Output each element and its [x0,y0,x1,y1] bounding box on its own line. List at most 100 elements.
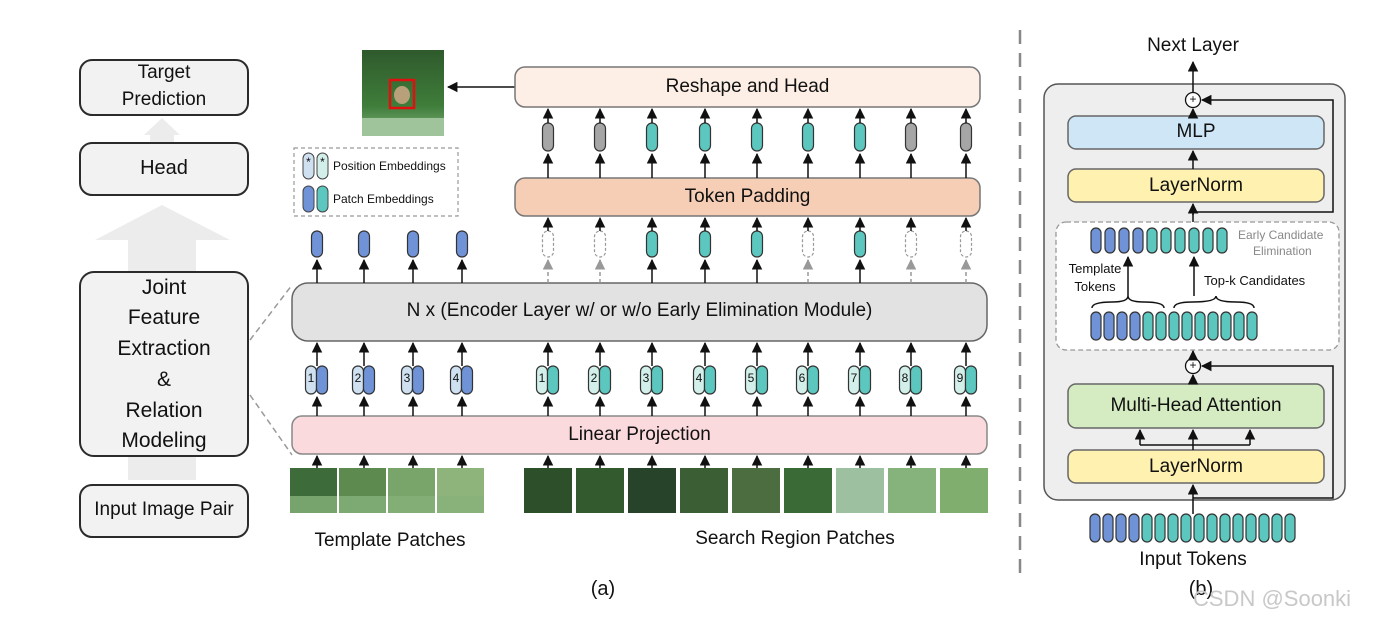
joint-box [79,271,249,457]
joint-line1: Joint [141,276,187,299]
padded-out-token [853,122,867,152]
block-token [1220,311,1232,341]
search-patch-image [524,468,572,513]
block-token [1216,227,1228,254]
index-label: 9 [956,371,964,385]
template-out-token [406,230,420,258]
search-patch-image [836,468,884,513]
layernorm-top-box [1067,168,1325,203]
right-tokens [1089,227,1296,543]
search-patch-image [784,468,832,513]
search-patch-image [628,468,676,513]
block-token [1233,311,1245,341]
block-token [1154,513,1166,543]
search-patch-token [546,365,560,395]
head-label: Head [140,157,188,179]
watermark: CSDN @Soonki [1193,586,1352,611]
template-out-token [455,230,469,258]
search-patch-token [703,365,717,395]
search-patch-image [888,468,936,513]
padded-out-token [904,122,918,152]
block-token [1142,311,1154,341]
padded-out-token [801,122,815,152]
legend-pos-token-a [302,152,315,180]
search-out-token [541,230,555,258]
block-token [1194,311,1206,341]
residual-plus-top [1184,91,1202,109]
topk-label: Top-k Candidates [1204,273,1306,288]
early-elim-line1: Early Candidate [1238,228,1324,242]
joint-line4: & [156,368,171,391]
target-prediction-box [79,59,249,116]
index-label: 2 [590,371,598,385]
block-token [1160,227,1172,254]
block-token [1181,311,1193,341]
linear-projection-label: Linear Projection [568,424,711,445]
padded-out-token [698,122,712,152]
caption-b: (b) [1188,578,1214,600]
search-out-token [645,230,659,258]
template-patch-grass [290,496,337,513]
template-patch-token [315,365,329,395]
template-tokens-line2: Tokens [1074,279,1116,294]
search-patch-token [909,365,923,395]
block-token [1116,311,1128,341]
encoder-label: N x (Encoder Layer w/ or w/o Early Elimi… [406,300,873,321]
layernorm-bottom-box [1067,449,1325,484]
search-patch-image [680,468,728,513]
index-label: 3 [642,371,650,385]
block-token [1245,513,1257,543]
index-label: 6 [798,371,806,385]
template-patch-token [362,365,376,395]
template-patch-grass [437,496,484,513]
reshape-head-label: Reshape and Head [665,76,830,97]
index-label: 8 [901,371,909,385]
block-token [1207,311,1219,341]
block-token [1115,513,1127,543]
layernorm-bottom-label: LayerNorm [1149,456,1243,477]
plus-top-label: + [1189,92,1197,106]
legend-patch-token-b [316,185,329,213]
search-patch-image [940,468,988,513]
search-patch-image [732,468,780,513]
search-out-token [904,230,918,258]
block-token [1102,513,1114,543]
block-token [1167,513,1179,543]
block-token [1180,513,1192,543]
legend-pos-token-b [316,152,329,180]
search-out-token [853,230,867,258]
search-out-token [959,230,973,258]
padded-out-token [645,122,659,152]
block-token [1146,227,1158,254]
early-elim-line2: Elimination [1253,244,1312,258]
block-token [1271,513,1283,543]
search-out-token [801,230,815,258]
legend-pos-marker-a: * [306,155,311,169]
search-out-token [698,230,712,258]
block-token [1258,513,1270,543]
block-token [1090,227,1102,254]
block-token [1118,227,1130,254]
brace-arrows [1122,255,1200,296]
search-patch-token [650,365,664,395]
mha-label: Multi-Head Attention [1110,395,1282,416]
block-token [1129,311,1141,341]
zoom-line-top [249,284,293,341]
block-token [1089,513,1101,543]
block-token [1174,227,1186,254]
mlp-label: MLP [1176,121,1216,142]
padded-out-token [959,122,973,152]
search-patch-token [755,365,769,395]
block-token [1193,513,1205,543]
joint-line6: Modeling [121,429,207,452]
template-patch-grass [339,496,386,513]
padded-out-token [750,122,764,152]
patch-images [290,468,988,513]
input-pair-label: Input Image Pair [94,499,234,520]
search-out-token [593,230,607,258]
block-token [1141,513,1153,543]
token-padding-box [514,177,981,217]
input-tokens-label: Input Tokens [1139,549,1247,570]
joint-line2: Feature [127,306,201,329]
